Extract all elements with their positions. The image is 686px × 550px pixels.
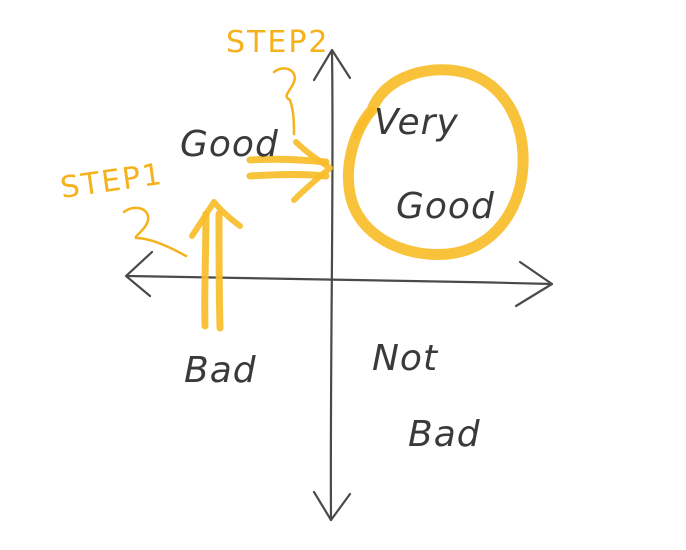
step1-label: STEP1 xyxy=(58,157,165,206)
step2-squiggle xyxy=(272,67,296,136)
highlight-circle-overlap xyxy=(352,106,376,140)
step2-label: STEP2 xyxy=(226,25,330,60)
not-bad-label: Bad xyxy=(408,414,481,455)
bottom-arrowhead xyxy=(312,490,352,522)
good-label: Good xyxy=(180,124,279,165)
highlight-circle xyxy=(342,64,529,260)
very-good-label: Good xyxy=(396,186,495,227)
vertical-axis xyxy=(329,50,334,522)
step1-double-arrow xyxy=(189,199,243,332)
not-label: Not xyxy=(372,338,439,379)
axes xyxy=(124,48,554,522)
very-label: Very xyxy=(374,102,459,143)
left-arrowhead xyxy=(124,250,154,298)
step1-squiggle xyxy=(122,206,188,258)
top-arrowhead xyxy=(312,48,352,82)
right-arrowhead xyxy=(514,260,554,308)
bad-label: Bad xyxy=(184,350,257,391)
horizontal-axis xyxy=(126,274,554,286)
step2-double-arrow xyxy=(246,139,333,203)
